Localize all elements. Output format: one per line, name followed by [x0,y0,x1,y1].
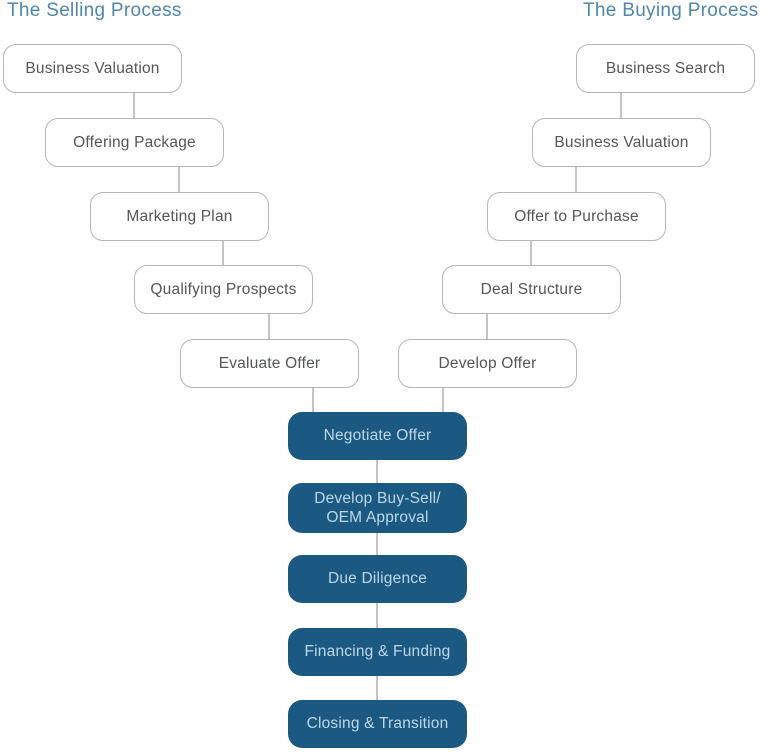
step-buying-offer-to-purchase: Offer to Purchase [487,192,666,241]
connector-line [133,93,135,118]
step-shared-negotiate-offer: Negotiate Offer [288,412,467,460]
step-buying-develop-offer: Develop Offer [398,339,577,388]
step-selling-offering-package: Offering Package [45,118,224,167]
step-shared-develop-buy-sell-oem-approval: Develop Buy-Sell/ OEM Approval [288,483,467,533]
connector-line [376,676,378,700]
connector-line [376,460,378,483]
step-shared-due-diligence: Due Diligence [288,555,467,603]
connector-line [442,388,444,412]
connector-line [530,241,532,265]
step-shared-financing-funding: Financing & Funding [288,628,467,676]
step-selling-qualifying-prospects: Qualifying Prospects [134,265,313,314]
selling-process-title: The Selling Process [7,0,182,21]
step-selling-business-valuation: Business Valuation [3,44,182,93]
step-buying-business-valuation: Business Valuation [532,118,711,167]
buying-process-title: The Buying Process [583,0,759,21]
connector-line [312,388,314,412]
step-buying-deal-structure: Deal Structure [442,265,621,314]
connector-line [486,314,488,339]
connector-line [268,314,270,339]
connector-line [575,167,577,192]
step-buying-business-search: Business Search [576,44,755,93]
step-selling-evaluate-offer: Evaluate Offer [180,339,359,388]
connector-line [178,167,180,192]
step-selling-marketing-plan: Marketing Plan [90,192,269,241]
connector-line [376,533,378,555]
connector-line [222,241,224,265]
step-shared-closing-transition: Closing & Transition [288,700,467,748]
connector-line [376,603,378,628]
connector-line [620,93,622,118]
